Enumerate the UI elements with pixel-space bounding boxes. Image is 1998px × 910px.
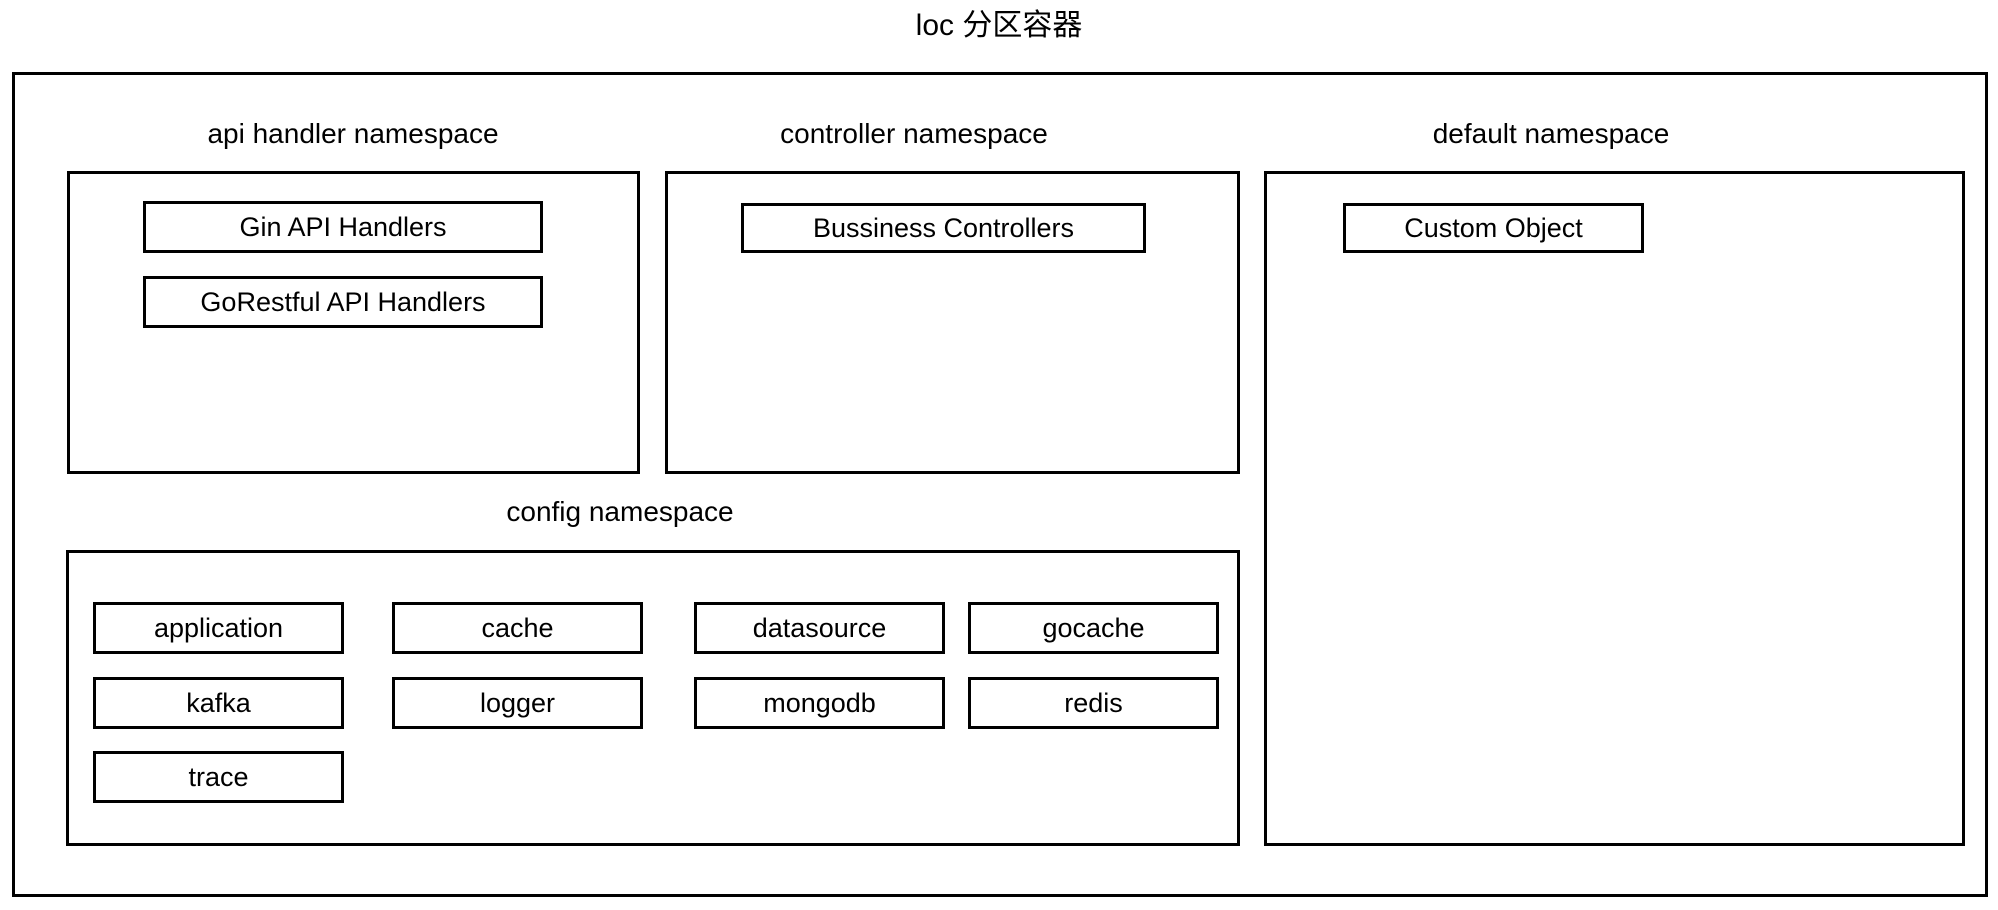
config-namespace-label: config namespace bbox=[506, 496, 734, 527]
config-datasource-box: datasource bbox=[694, 602, 945, 654]
diagram-title: loc 分区容器 bbox=[915, 9, 1083, 42]
config-redis-box: redis bbox=[968, 677, 1219, 729]
custom-object-box: Custom Object bbox=[1343, 203, 1644, 253]
ioc-partition-container: api handler namespace Gin API Handlers G… bbox=[12, 72, 1988, 897]
gorestful-api-handlers-box: GoRestful API Handlers bbox=[143, 276, 543, 328]
gin-api-handlers-box: Gin API Handlers bbox=[143, 201, 543, 253]
controller-namespace-label: controller namespace bbox=[780, 118, 1048, 149]
api-handler-namespace-label: api handler namespace bbox=[207, 118, 499, 149]
config-application-box: application bbox=[93, 602, 344, 654]
config-gocache-box: gocache bbox=[968, 602, 1219, 654]
config-namespace-box: application cache datasource gocache kaf… bbox=[66, 550, 1240, 846]
controller-namespace-box: Bussiness Controllers bbox=[665, 171, 1240, 474]
config-cache-box: cache bbox=[392, 602, 643, 654]
config-logger-box: logger bbox=[392, 677, 643, 729]
bussiness-controllers-box: Bussiness Controllers bbox=[741, 203, 1146, 253]
api-handler-namespace-box: Gin API Handlers GoRestful API Handlers bbox=[67, 171, 640, 474]
config-trace-box: trace bbox=[93, 751, 344, 803]
config-kafka-box: kafka bbox=[93, 677, 344, 729]
default-namespace-label: default namespace bbox=[1432, 118, 1670, 149]
config-mongodb-box: mongodb bbox=[694, 677, 945, 729]
default-namespace-box: Custom Object bbox=[1264, 171, 1965, 846]
